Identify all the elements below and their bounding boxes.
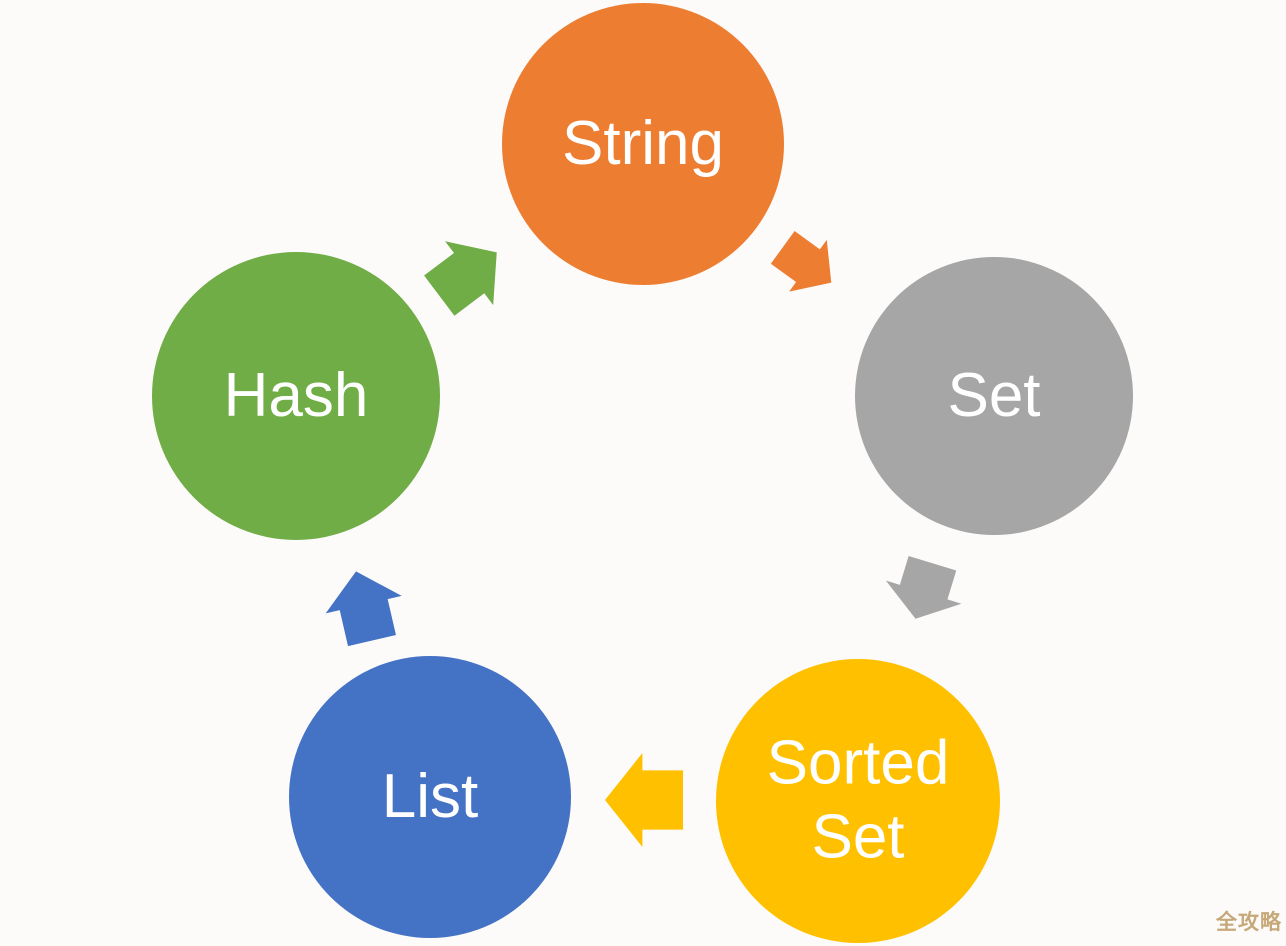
arrow-set-to-sorted-set [885, 555, 962, 619]
arrow-list-to-hash [325, 571, 402, 647]
watermark: 全攻略 [1216, 911, 1282, 934]
arrow-sorted-set-to-list [605, 753, 683, 847]
arrow-string-to-set [770, 231, 832, 292]
node-circle-string [502, 3, 784, 285]
node-circle-hash [152, 252, 440, 540]
node-circle-sorted-set [716, 659, 1000, 943]
arrow-hash-to-string [424, 241, 497, 316]
node-circle-set [855, 257, 1133, 535]
node-circle-list [289, 656, 571, 938]
